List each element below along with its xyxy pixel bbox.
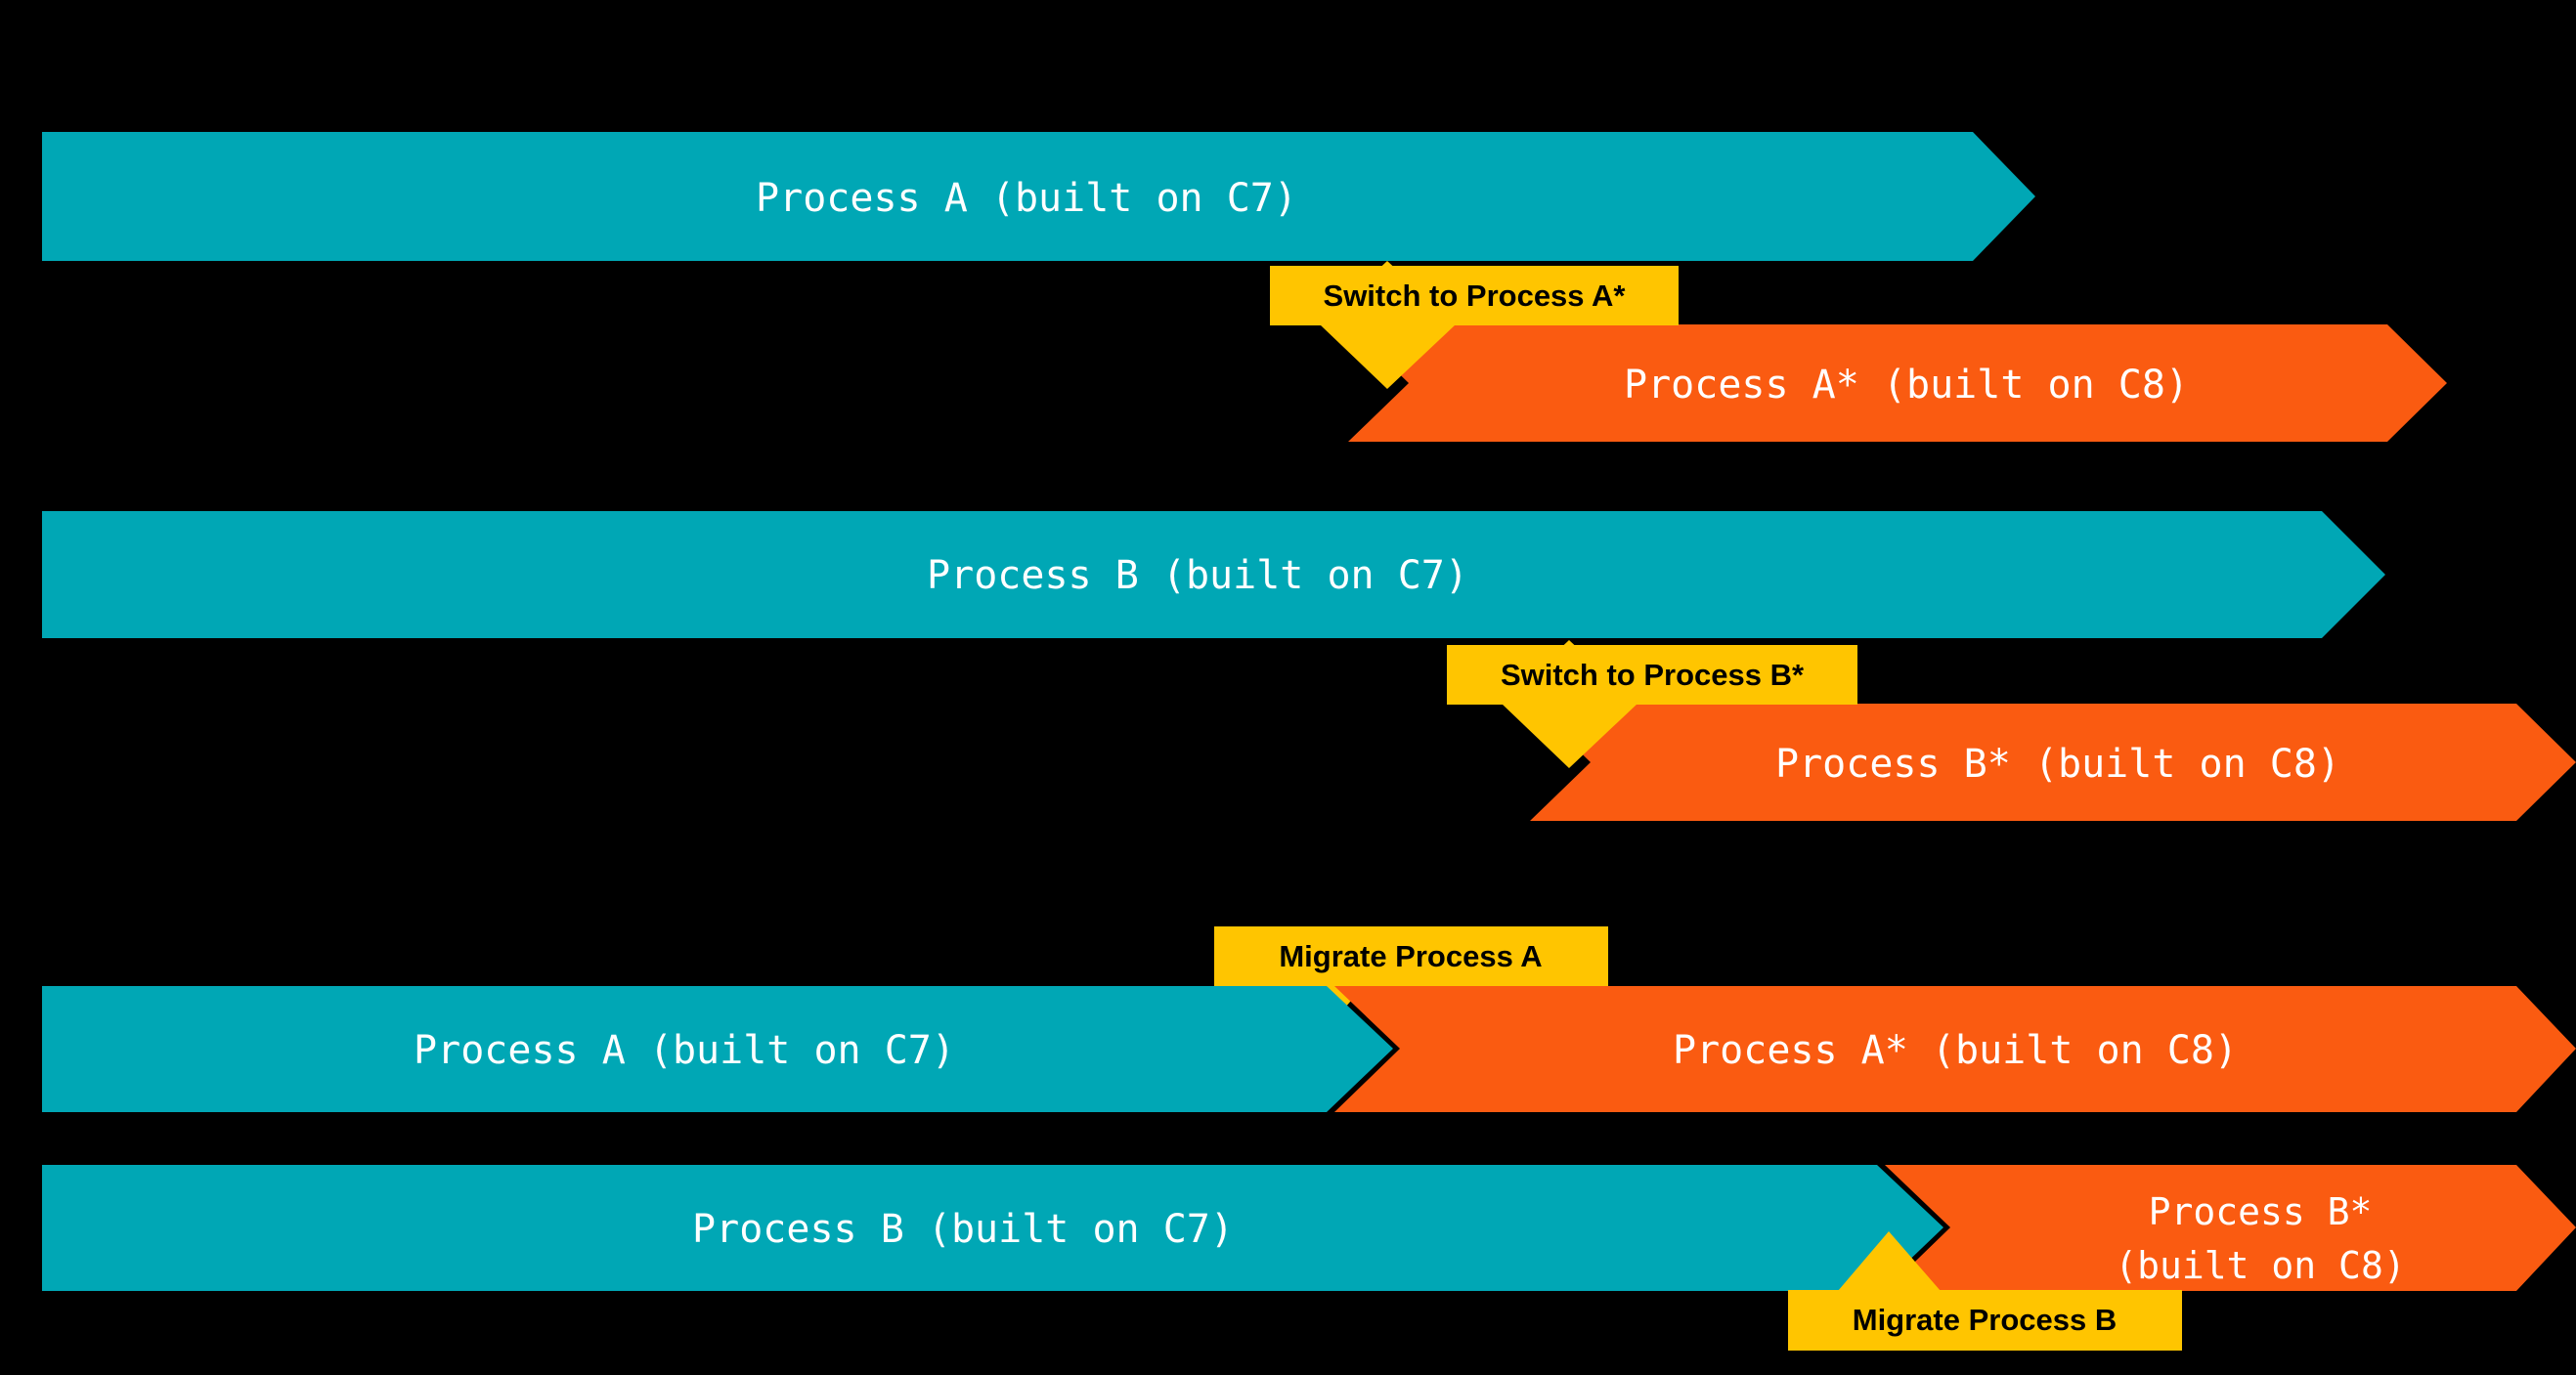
bar-label: Process A* (built on C8) (1673, 1028, 2238, 1073)
callout-box (1214, 926, 1608, 987)
group-switch-process-b: Process B (built on C7) Process B* (buil… (42, 511, 2576, 821)
group-migrate-process-a: Migrate Process A Process A (built on C7… (42, 926, 2576, 1112)
callout-label: Switch to Process B* (1501, 658, 1805, 692)
bar-label: Process A* (built on C8) (1624, 363, 2189, 408)
bar-process-b-c7[interactable]: Process B (built on C7) (42, 511, 2385, 638)
arrow-shape-teal (42, 986, 1393, 1112)
arrow-shape-teal (42, 1165, 1943, 1291)
arrow-shape-orange (1530, 704, 2576, 821)
bar-migrate-b-star-c8[interactable]: Process B* (built on C8) (1885, 1165, 2576, 1291)
callout-box (1447, 645, 1857, 705)
bar-migrate-a-star-c8[interactable]: Process A* (built on C8) (1334, 986, 2576, 1112)
bar-process-a-star-c8[interactable]: Process A* (built on C8) (1348, 324, 2447, 442)
callout-label: Migrate Process A (1279, 939, 1542, 973)
callout-switch-to-process-b-star[interactable]: Switch to Process B* (1447, 640, 1857, 768)
bar-label: Process B (built on C7) (927, 553, 1468, 598)
bar-label: Process A (built on C7) (756, 176, 1297, 221)
arrow-shape-orange (1334, 986, 2576, 1112)
bar-migrate-a-c7[interactable]: Process A (built on C7) (42, 986, 1393, 1112)
group-migrate-process-b: Process B (built on C7) Process B* (buil… (42, 1165, 2576, 1351)
callout-migrate-process-b[interactable]: Migrate Process B (1788, 1231, 2182, 1351)
bar-label-line-2: (built on C8) (2115, 1244, 2405, 1287)
tail-up-marker-icon (1838, 1231, 1941, 1291)
bar-label-line-1: Process B* (2149, 1190, 2373, 1233)
bar-label: Process B (built on C7) (692, 1207, 1234, 1252)
bar-process-a-c7[interactable]: Process A (built on C7) (42, 132, 2035, 261)
arrow-shape-orange (1885, 1165, 2576, 1291)
bar-label: Process B* (built on C8) (1775, 742, 2340, 787)
callout-switch-to-process-a-star[interactable]: Switch to Process A* (1270, 261, 1679, 389)
bar-label: Process A (built on C7) (414, 1028, 955, 1073)
callout-box (1788, 1290, 2182, 1351)
bar-process-b-star-c8[interactable]: Process B* (built on C8) (1530, 704, 2576, 821)
callout-label: Migrate Process B (1853, 1303, 2118, 1337)
callout-label: Switch to Process A* (1324, 279, 1627, 313)
arrow-shape-teal (42, 132, 2035, 261)
arrow-shape-teal (42, 511, 2385, 638)
bar-migrate-b-c7[interactable]: Process B (built on C7) (42, 1165, 1943, 1291)
callout-box (1270, 266, 1679, 325)
group-switch-process-a: Process A (built on C7) Process A* (buil… (42, 132, 2447, 442)
arrow-shape-orange (1348, 324, 2447, 442)
